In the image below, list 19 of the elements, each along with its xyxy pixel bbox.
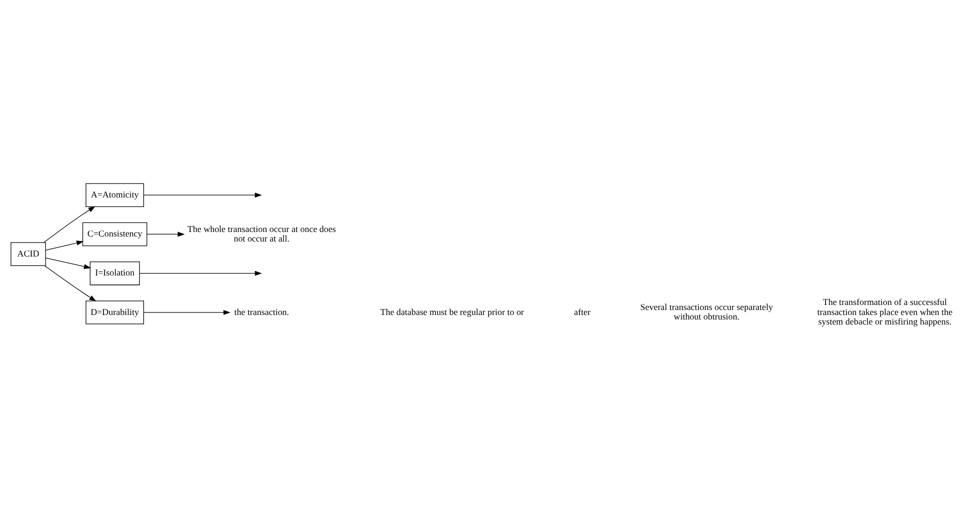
arrow [143, 192, 262, 198]
arrow [44, 206, 96, 243]
node-box: I=Isolation [90, 261, 140, 286]
arrow [44, 265, 96, 302]
arrow [45, 258, 92, 269]
node-text: The whole transaction occur at once does not occur at all. [187, 224, 336, 244]
node-box: ACID [10, 242, 46, 266]
arrow [146, 232, 185, 237]
arrow [45, 240, 84, 250]
arrow [139, 270, 262, 276]
label: Several transactions occur separately without obtrusion. [640, 302, 773, 322]
node-text: the transaction. [234, 306, 290, 317]
label: The database must be regular prior to or [380, 306, 524, 317]
node-box: D=Durability [86, 300, 144, 324]
node-box: C=Consistency [82, 222, 148, 246]
arrow [143, 310, 231, 315]
node-box: A=Atomicity [86, 183, 144, 207]
label: The transformation of a successful transaction takes place even when the system debacle or misfiring happens. [817, 297, 952, 326]
label: after [574, 306, 590, 317]
